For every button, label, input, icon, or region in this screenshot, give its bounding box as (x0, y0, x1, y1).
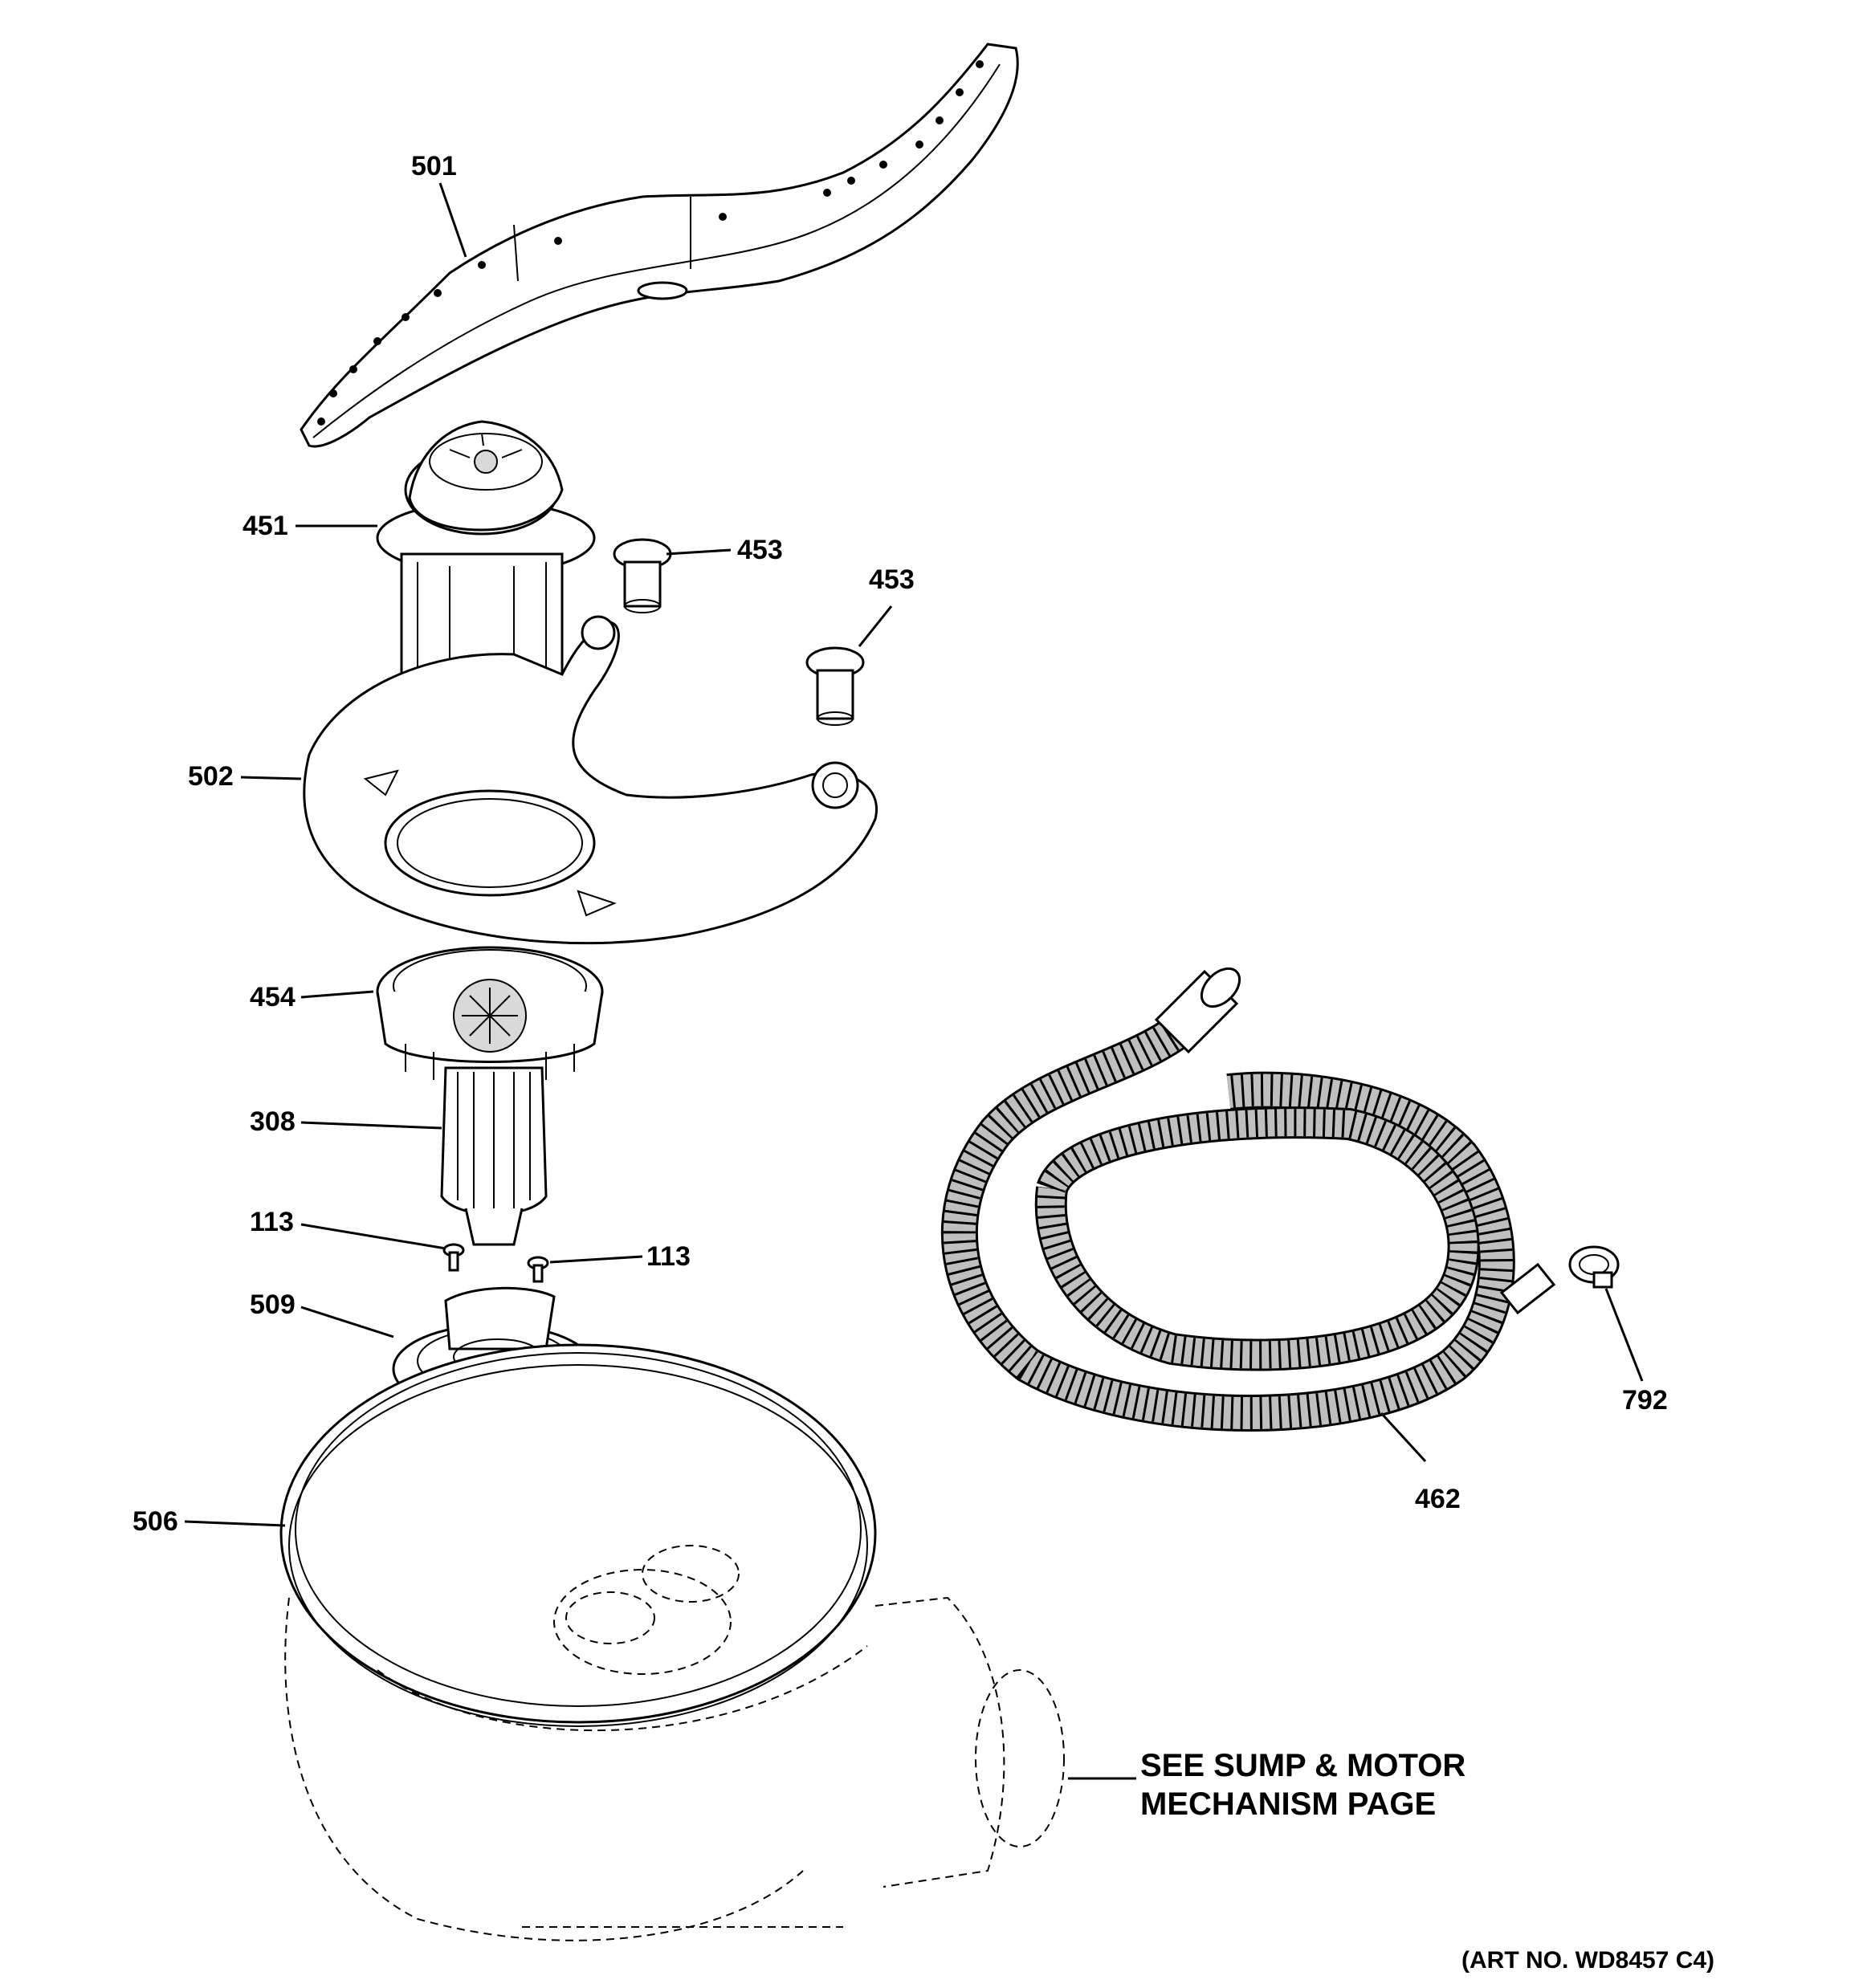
reference-note-line-1: SEE SUMP & MOTOR (1140, 1748, 1466, 1783)
part-113-screw-right (527, 1256, 549, 1283)
callout-792: 792 (1622, 1385, 1668, 1416)
callout-502: 502 (188, 761, 234, 792)
part-113-screw-left (442, 1243, 465, 1272)
callout-454: 454 (250, 982, 296, 1012)
callout-113-right: 113 (646, 1241, 691, 1272)
part-453-cap-lower (805, 646, 865, 726)
part-502-fine-filter (303, 615, 878, 945)
callout-462: 462 (1415, 1484, 1461, 1514)
callout-453-upper: 453 (737, 535, 783, 565)
sump-motor-reference (284, 1545, 1065, 1941)
part-453-cap-upper (613, 538, 672, 613)
sump-motor-reference-note: SEE SUMP & MOTOR MECHANISM PAGE (1140, 1746, 1465, 1823)
callout-501: 501 (411, 151, 457, 181)
callout-506: 506 (132, 1506, 178, 1537)
leader-lines (184, 182, 1644, 1780)
spray-arm-holes (317, 60, 984, 426)
part-501-spray-arm (300, 43, 1019, 448)
callout-308: 308 (250, 1106, 296, 1137)
callout-453-lower: 453 (869, 564, 915, 595)
callout-509: 509 (250, 1289, 296, 1320)
part-454-filter-housing (376, 946, 604, 1080)
art-number: (ART NO. WD8457 C4) (1461, 1947, 1715, 1974)
part-462-drain-hose (941, 967, 1556, 1432)
part-792-hose-clamp (1568, 1245, 1620, 1289)
callout-451: 451 (243, 511, 288, 541)
part-308-filter-tube (440, 1066, 548, 1246)
part-451-filter-assembly (376, 420, 596, 684)
reference-note-line-2: MECHANISM PAGE (1140, 1786, 1437, 1822)
callout-113-left: 113 (250, 1207, 294, 1237)
part-506-sump-gasket (279, 1343, 877, 1727)
